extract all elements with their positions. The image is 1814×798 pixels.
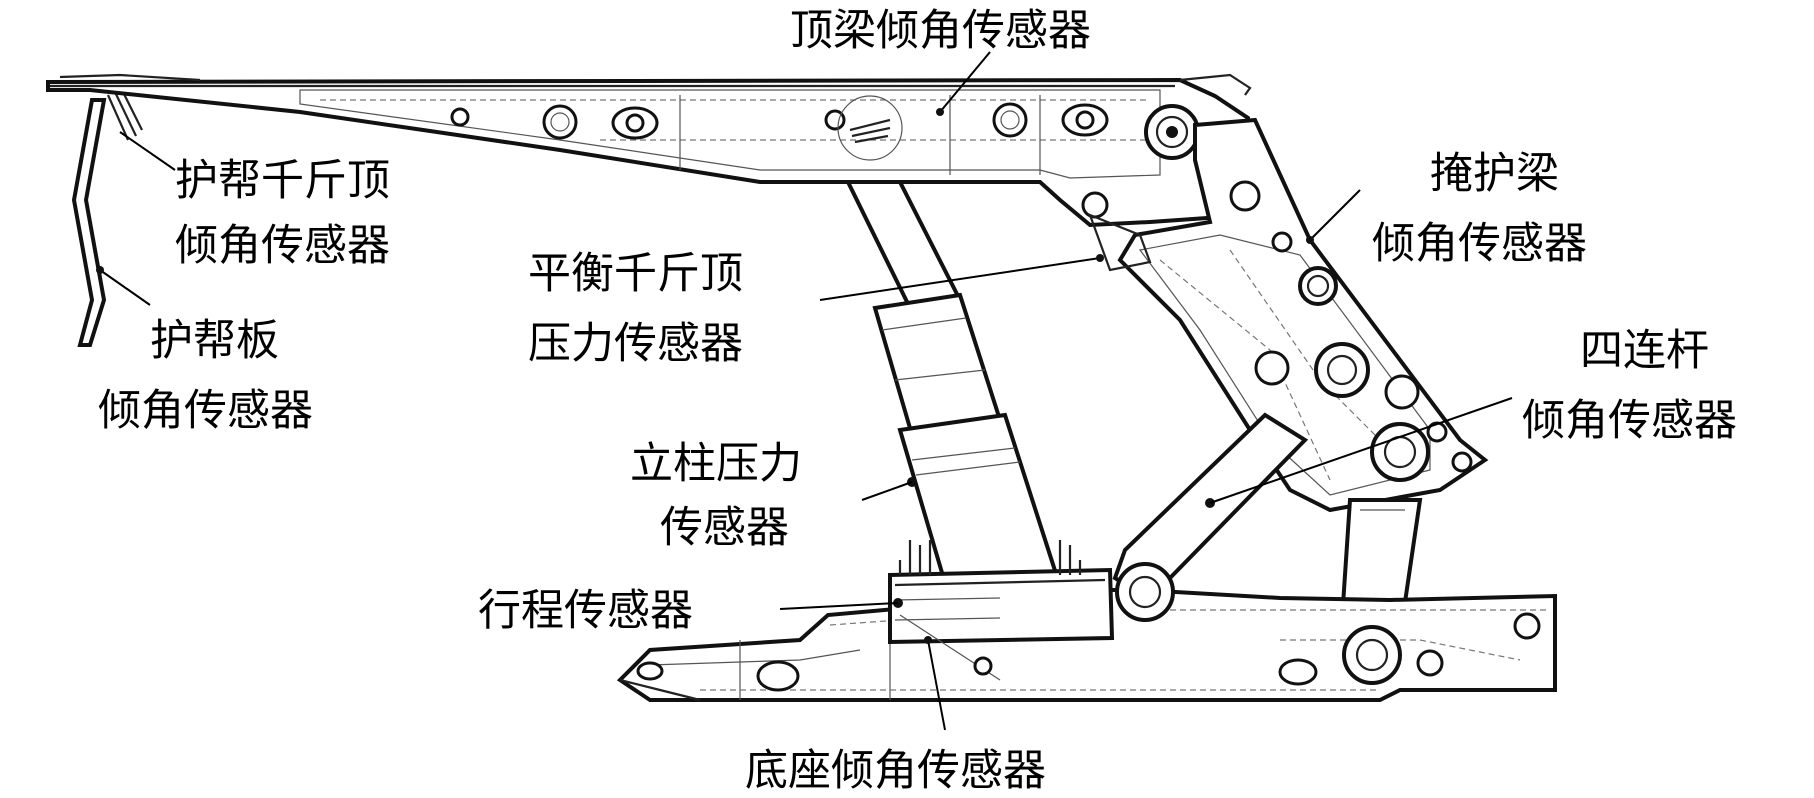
leader-lines: [96, 51, 1513, 731]
canopy-beam: [46, 73, 1253, 228]
support-structure: [46, 73, 1557, 702]
leader-shield-beam: [1309, 189, 1361, 241]
label-balance-jack-line1: 平衡千斤顶: [528, 249, 743, 299]
label-side-plate-line1: 护帮板: [150, 316, 279, 366]
label-balance-jack-line2: 压力传感器: [528, 319, 743, 369]
label-leg-pressure-line2: 传感器: [660, 503, 789, 553]
leader-canopy-sensor: [939, 51, 991, 113]
side-plate: [71, 89, 143, 347]
label-stroke-sensor: 行程传感器: [478, 586, 693, 636]
balance-jack: [1088, 213, 1152, 272]
leader-side-jack: [119, 131, 176, 171]
label-shield-beam-line1: 掩护梁: [1430, 149, 1559, 199]
label-side-plate-line2: 倾角传感器: [98, 386, 313, 436]
label-leg-pressure-line1: 立柱压力: [630, 439, 802, 489]
leader-balance-jack: [819, 257, 1101, 301]
label-side-jack-line2: 倾角传感器: [175, 221, 390, 271]
shield-beam: [1117, 117, 1489, 513]
label-shield-beam-line2: 倾角传感器: [1372, 219, 1587, 269]
leader-side-plate: [99, 269, 151, 306]
leader-base-sensor: [927, 639, 946, 731]
label-four-bar-line1: 四连杆: [1580, 326, 1709, 376]
leader-four-bar: [1209, 397, 1513, 504]
leader-stroke-sensor: [779, 602, 899, 610]
label-four-bar-line2: 倾角传感器: [1522, 396, 1737, 446]
label-side-jack-line1: 护帮千斤顶: [175, 156, 390, 206]
main-leg: [844, 180, 1061, 603]
label-canopy-sensor: 顶梁倾角传感器: [790, 6, 1091, 56]
base: [616, 540, 1557, 702]
leader-leg-pressure: [861, 481, 913, 501]
label-base-sensor: 底座倾角传感器: [745, 746, 1046, 796]
sensor-labels: 顶梁倾角传感器 护帮千斤顶 倾角传感器 护帮板 倾角传感器 平衡千斤顶 压力传感…: [98, 6, 1737, 796]
